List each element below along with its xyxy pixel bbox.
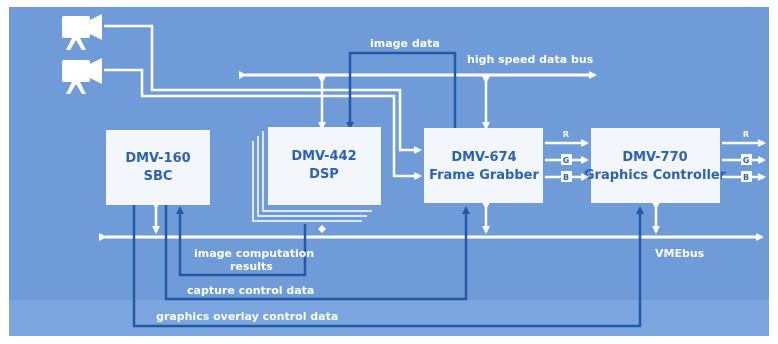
dsp-type: DSP bbox=[309, 167, 339, 182]
diagram-lower-band bbox=[9, 300, 769, 336]
sbc-model: DMV-160 bbox=[125, 151, 190, 166]
frame-grabber-board bbox=[424, 128, 543, 203]
grabber-r-label: R bbox=[563, 130, 569, 139]
frame-grabber-type: Frame Grabber bbox=[429, 168, 539, 183]
image-data-line bbox=[346, 51, 457, 130]
output-b-label: B bbox=[743, 173, 749, 182]
dsp-vme-link bbox=[318, 225, 326, 233]
sbc-board bbox=[106, 130, 210, 205]
dsp-model: DMV-442 bbox=[291, 149, 356, 164]
sbc-type: SBC bbox=[144, 169, 173, 184]
image-computation-label: image computation bbox=[194, 247, 314, 260]
output-g-label: G bbox=[743, 156, 750, 165]
image-computation-results-line bbox=[176, 206, 307, 277]
vmebus-label: VMEbus bbox=[655, 247, 705, 260]
grabber-g-label: G bbox=[563, 156, 570, 165]
capture-control-label: capture control data bbox=[187, 284, 314, 297]
camera-1-video-line bbox=[104, 24, 422, 154]
image-data-label: image data bbox=[370, 37, 440, 50]
grabber-b-label: B bbox=[563, 173, 569, 182]
results-label: results bbox=[230, 260, 273, 273]
output-r-label: R bbox=[743, 130, 749, 139]
graphics-overlay-line bbox=[132, 205, 644, 328]
graphics-controller-model: DMV-770 bbox=[622, 150, 687, 165]
camera-2-video-line bbox=[104, 68, 422, 180]
video-camera-icon bbox=[62, 14, 102, 50]
graphics-controller-type: Graphics Controller bbox=[584, 168, 727, 183]
frame-grabber-model: DMV-674 bbox=[451, 150, 516, 165]
capture-control-line bbox=[164, 205, 470, 301]
dsp-board bbox=[268, 127, 381, 205]
video-camera-icon bbox=[62, 58, 102, 94]
high-speed-bus-label: high speed data bus bbox=[467, 53, 594, 66]
dsp-board-stack bbox=[252, 131, 372, 222]
graphics-overlay-label: graphics overlay control data bbox=[156, 310, 338, 323]
graphics-controller-board bbox=[591, 128, 720, 203]
